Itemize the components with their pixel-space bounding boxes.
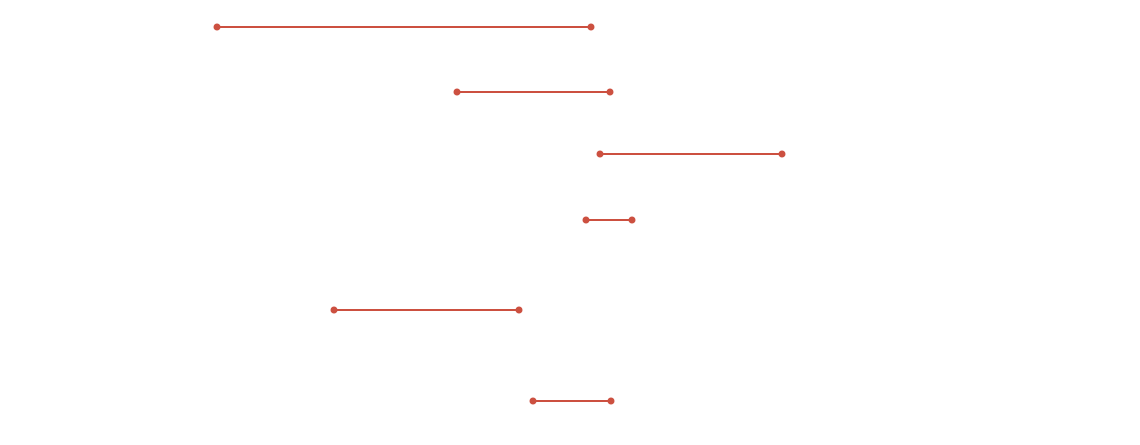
end-point-4: [628, 216, 636, 224]
dumbbell-row-6: [529, 397, 615, 405]
end-point-5: [515, 306, 523, 314]
dumbbell-row-5: [330, 306, 523, 314]
start-point-3: [596, 150, 604, 158]
end-point-6: [607, 397, 615, 405]
start-point-1: [213, 23, 221, 31]
start-point-5: [330, 306, 338, 314]
end-point-1: [587, 23, 595, 31]
dumbbell-row-2: [453, 88, 614, 96]
end-point-2: [606, 88, 614, 96]
dumbbell-row-1: [213, 23, 595, 31]
dumbbell-row-4: [582, 216, 636, 224]
start-point-4: [582, 216, 590, 224]
start-point-6: [529, 397, 537, 405]
dumbbell-row-3: [596, 150, 786, 158]
end-point-3: [778, 150, 786, 158]
start-point-2: [453, 88, 461, 96]
